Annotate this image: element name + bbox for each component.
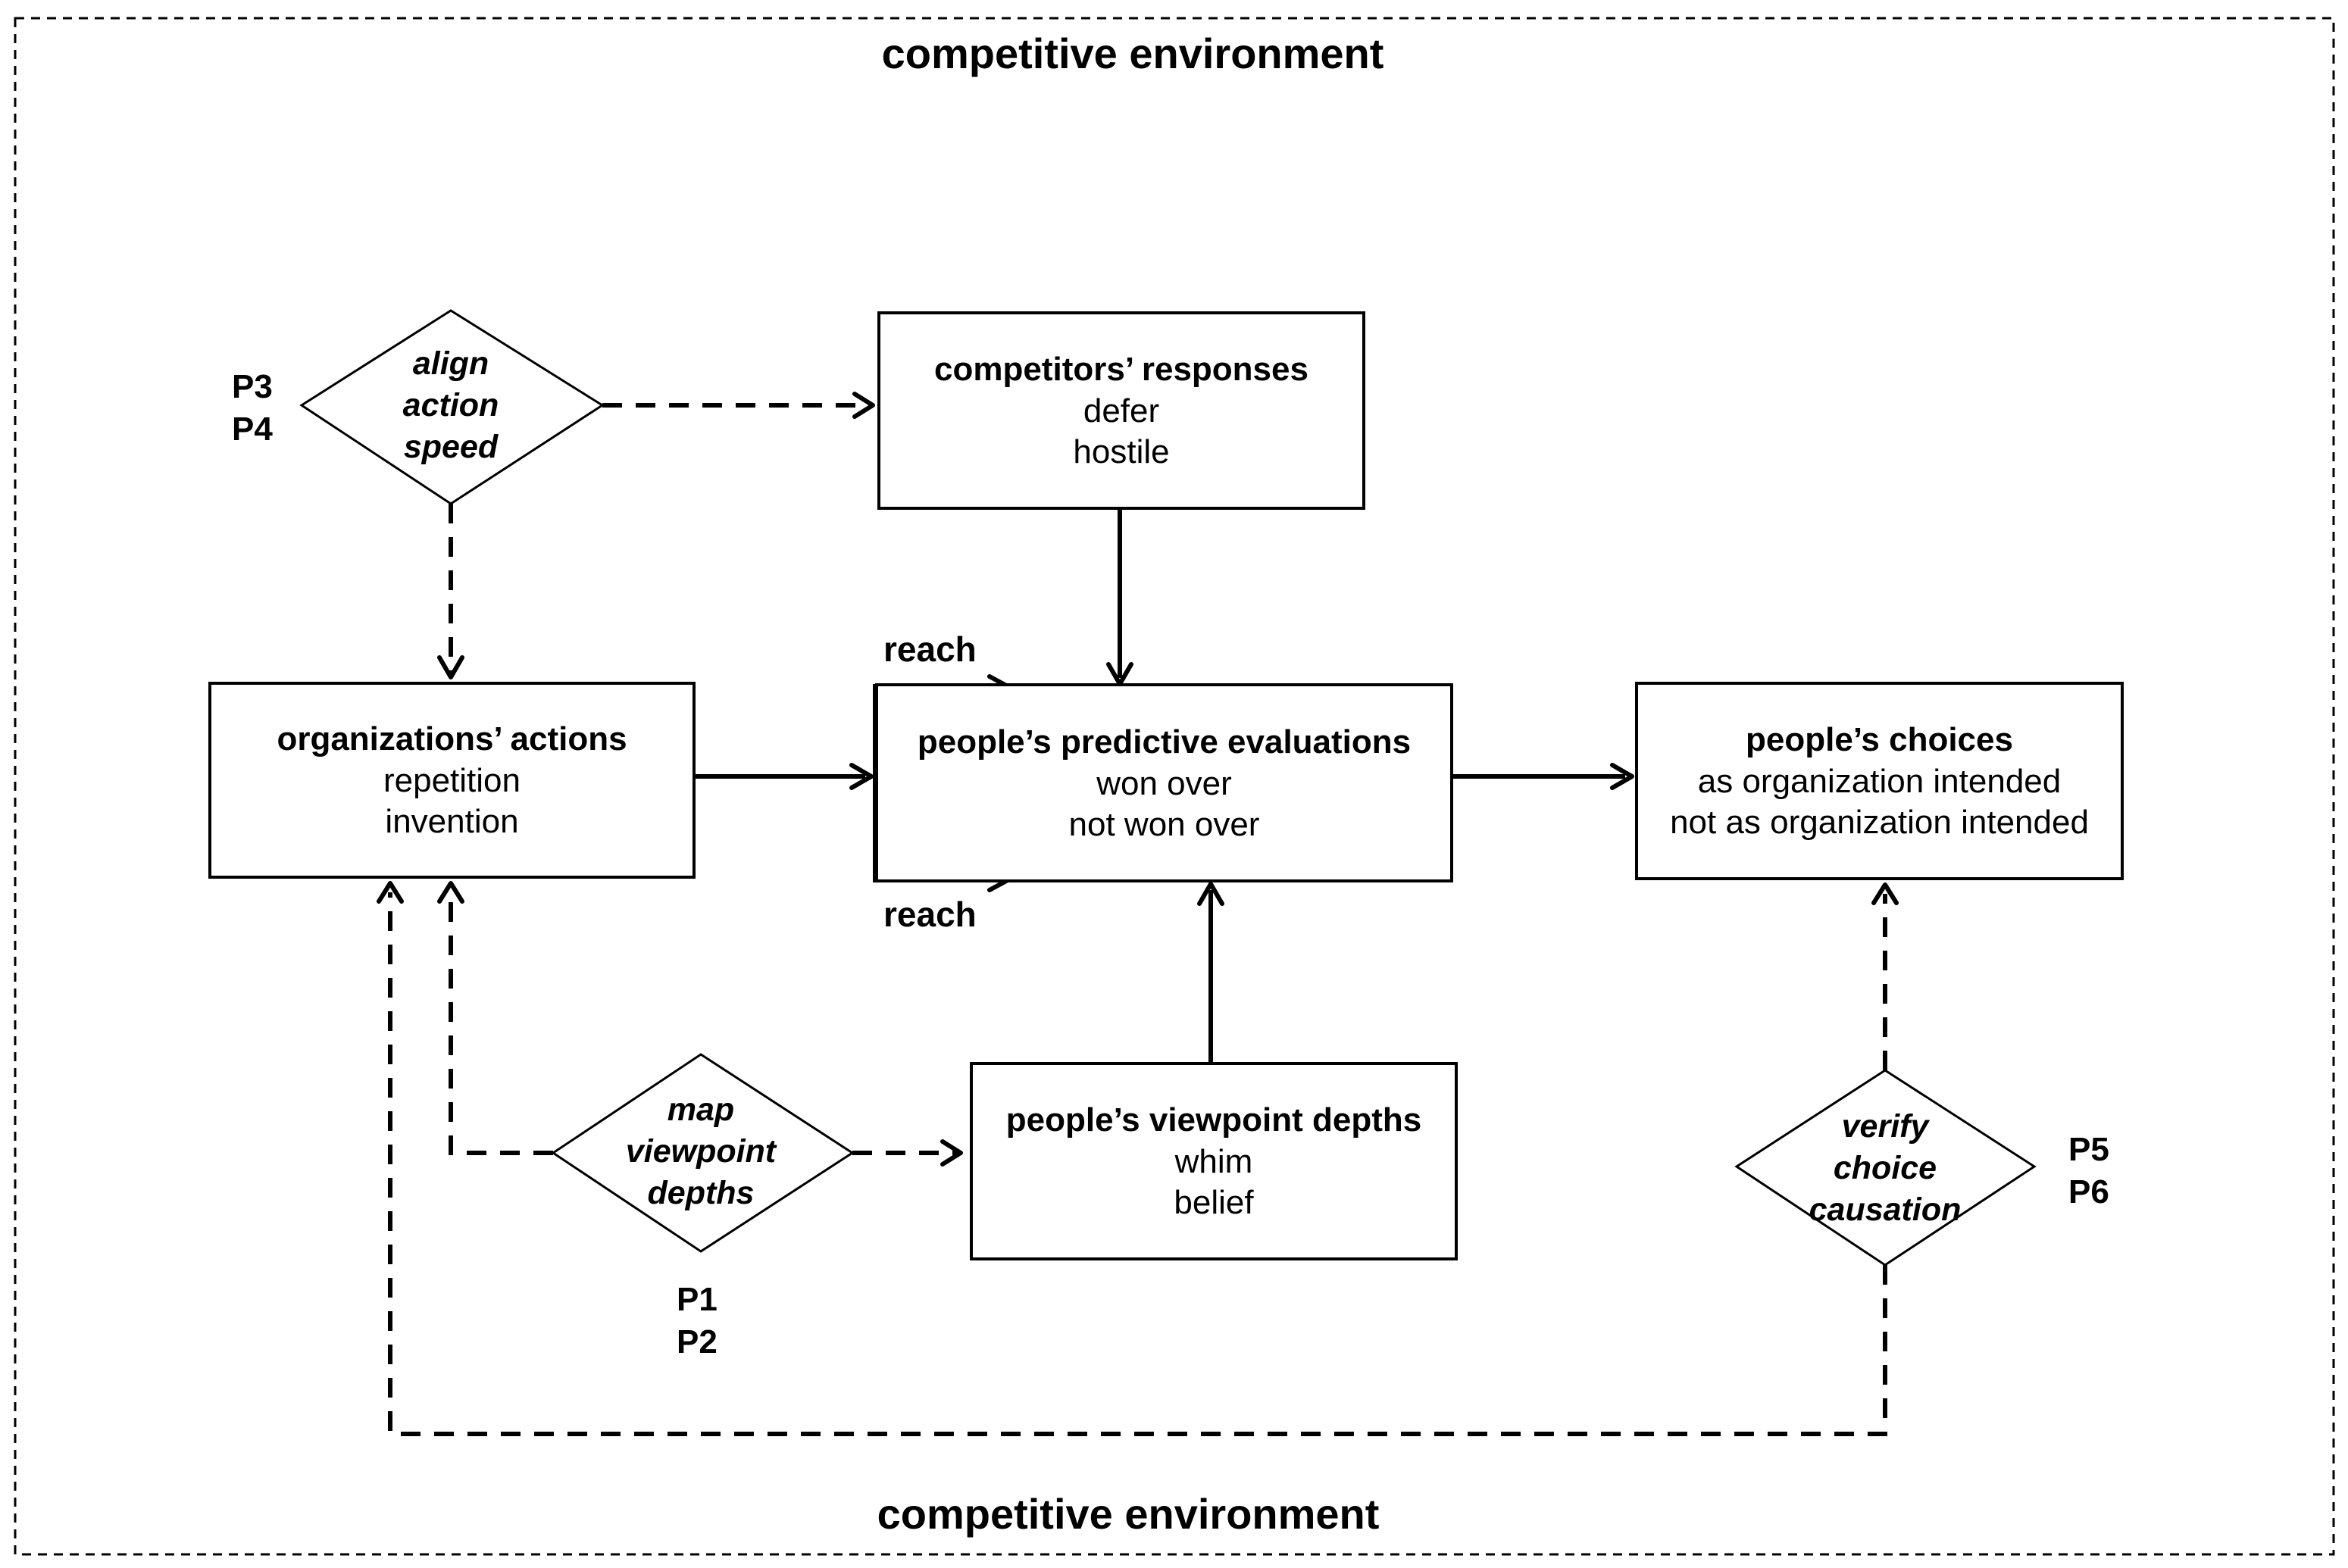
diamond-label-line: depths <box>647 1174 755 1211</box>
diamond-label-line: action <box>402 386 499 423</box>
environment-label-bottom: competitive environment <box>877 1490 1380 1538</box>
organizations-actions-option: repetition <box>383 762 521 799</box>
organizations-actions-title: organizations’ actions <box>277 720 627 757</box>
arrowhead-evaluations-bottom <box>1197 882 1224 906</box>
proposition-label: P2 <box>677 1323 718 1360</box>
competitors-responses-box: competitors’ responses defer hostile <box>877 311 1365 510</box>
environment-label-top: competitive environment <box>881 30 1384 77</box>
verify-diamond-label: verify choice causation <box>1771 1096 1999 1240</box>
peoples-choices-title: people’s choices <box>1746 721 2013 758</box>
proposition-label: P1 <box>677 1281 718 1318</box>
organizations-actions-option: invention <box>385 803 519 840</box>
viewpoint-depths-option: belief <box>1174 1184 1254 1221</box>
competitors-responses-option: hostile <box>1073 433 1170 470</box>
arrowhead-organizations-bottom-right <box>437 881 464 904</box>
viewpoint-depths-title: people’s viewpoint depths <box>1005 1101 1422 1139</box>
proposition-label: P3 <box>232 368 273 405</box>
proposition-label-map: P1 P2 <box>677 1279 718 1363</box>
map-diamond-label: map viewpoint depths <box>587 1079 814 1223</box>
arrowhead-evaluations-left <box>849 763 874 790</box>
viewpoint-depths-option: whim <box>1174 1143 1253 1180</box>
arrowhead-organizations-bottom-left <box>377 881 404 904</box>
proposition-label-align: P3 P4 <box>232 366 273 451</box>
arrowhead-choices-left <box>1610 763 1634 790</box>
arrowhead-organizations-top-dashed <box>437 655 464 679</box>
predictive-evaluations-title: people’s predictive evaluations <box>917 723 1412 761</box>
align-diamond-label: align action speed <box>337 333 564 477</box>
diamond-label-line: align <box>412 345 489 382</box>
peoples-choices-option: not as organization intended <box>1670 804 2089 841</box>
reach-label-bottom: reach <box>883 895 977 934</box>
arrowhead-competitors-dashed <box>852 392 875 419</box>
predictive-evaluations-option: won over <box>1096 764 1232 802</box>
predictive-evaluations-box: people’s predictive evaluations won over… <box>875 683 1453 882</box>
diamond-label-line: speed <box>403 428 499 465</box>
map-to-organizations-connector <box>449 892 553 1155</box>
competitors-responses-option: defer <box>1083 392 1160 429</box>
diamond-label-line: choice <box>1833 1149 1937 1186</box>
viewpoint-depths-box: people’s viewpoint depths whim belief <box>970 1062 1458 1260</box>
verify-feedback-connector <box>388 892 1887 1436</box>
diamond-label-line: viewpoint <box>625 1132 777 1170</box>
arrowhead-choices-dashed <box>1871 882 1899 905</box>
predictive-evaluations-option: not won over <box>1068 805 1260 843</box>
map-diamond <box>551 1053 855 1253</box>
peoples-choices-option: as organization intended <box>1697 763 2062 800</box>
proposition-label: P4 <box>232 411 273 448</box>
proposition-label: P5 <box>2068 1131 2109 1168</box>
proposition-label-verify: P5 P6 <box>2068 1129 2109 1213</box>
arrowhead-viewpoint-dashed <box>940 1139 963 1167</box>
diamond-label-line: verify <box>1841 1107 1929 1145</box>
reach-label-top: reach <box>883 629 977 669</box>
environment-border <box>14 17 2335 1556</box>
proposition-label: P6 <box>2068 1173 2109 1210</box>
peoples-choices-box: people’s choices as organization intende… <box>1635 682 2124 880</box>
diamond-label-line: causation <box>1809 1191 1962 1228</box>
organizations-actions-box: organizations’ actions repetition invent… <box>208 682 696 879</box>
diamond-label-line: map <box>667 1091 735 1128</box>
competitors-responses-title: competitors’ responses <box>934 351 1308 388</box>
